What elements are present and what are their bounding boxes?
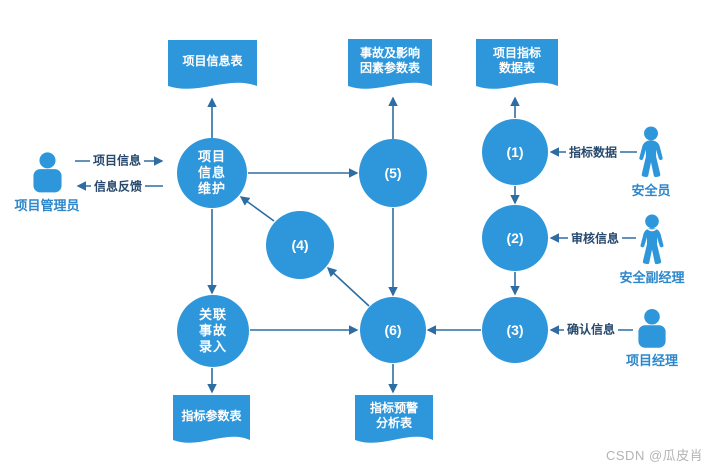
edge-label-confirm-info: 确认信息 — [563, 320, 619, 338]
edge-label-indicator-data: 指标数据 — [565, 143, 621, 161]
document-label: 事故及影响因素参数表 — [348, 39, 432, 83]
circle-project-info-maintain: 项目信息维护 — [177, 138, 247, 208]
document-indicator-param-table: 指标参数表 — [173, 395, 250, 447]
watermark: CSDN @瓜皮肖 — [606, 448, 704, 463]
document-label: 指标参数表 — [173, 395, 250, 437]
circle-label-line: (4) — [291, 237, 309, 253]
person-torso-icon — [32, 152, 62, 193]
document-shape — [476, 39, 558, 89]
circle-process-2: (2) — [482, 205, 548, 271]
circle-label-line: (3) — [506, 322, 524, 338]
circle-process-4: (4) — [266, 211, 334, 279]
person-torso-icon — [638, 308, 666, 348]
circle-label-line: (1) — [506, 144, 524, 160]
person-label: 项目经理 — [625, 353, 678, 368]
document-label-line: 事故及影响 — [359, 46, 420, 60]
document-label-line: 数据表 — [498, 61, 535, 75]
document-label: 项目信息表 — [168, 40, 257, 83]
circle-label-line: (5) — [384, 165, 402, 181]
person-standing-collar-icon — [640, 214, 664, 265]
document-label-line: 项目指标 — [492, 46, 541, 60]
circle-label-line: 项目 — [197, 149, 226, 164]
document-shape — [348, 39, 432, 89]
edge-6-to-4 — [326, 267, 370, 307]
person-project-admin: 项目管理员 — [0, 151, 97, 214]
person-label: 项目管理员 — [14, 198, 80, 213]
circle-process-6: (6) — [360, 297, 426, 363]
circle-process-5: (5) — [359, 139, 427, 207]
document-label-line: 因素参数表 — [359, 61, 420, 75]
edge-label-info-feedback: 信息反馈 — [90, 177, 146, 195]
circle-label-line: 维护 — [197, 181, 226, 196]
document-indicator-data-table: 项目指标数据表 — [476, 39, 558, 93]
circle-label-line: (2) — [506, 230, 524, 246]
circle-label-line: 录入 — [198, 339, 227, 354]
circle-label-line: 事故 — [198, 323, 227, 338]
document-label-line: 指标预警 — [369, 401, 418, 415]
document-label: 项目指标数据表 — [476, 39, 558, 83]
circle-link-accident-entry: 关联事故录入 — [177, 295, 249, 367]
circle-process-3: (3) — [482, 297, 548, 363]
person-project-manager: 项目经理 — [602, 308, 702, 369]
document-label-line: 指标参数表 — [181, 408, 242, 423]
edge-4-to-maintain — [239, 196, 275, 222]
document-shape — [173, 395, 250, 443]
document-label-line: 分析表 — [375, 416, 412, 430]
person-label: 安全副经理 — [619, 270, 685, 285]
edge-label-review-info: 审核信息 — [567, 229, 623, 247]
document-label-line: 项目信息表 — [182, 54, 243, 68]
edge-label-project-info: 项目信息 — [89, 151, 145, 169]
person-safety-officer: 安全员 — [601, 126, 701, 199]
document-shape — [168, 40, 257, 89]
circle-label-line: 关联 — [198, 307, 227, 322]
document-accident-factor-table: 事故及影响因素参数表 — [348, 39, 432, 93]
circle-label-line: (6) — [384, 322, 402, 338]
person-standing-icon — [639, 126, 663, 178]
document-project-info-table: 项目信息表 — [168, 40, 257, 93]
person-deputy-safety-manager: 安全副经理 — [602, 214, 702, 286]
document-shape — [355, 395, 433, 443]
person-label: 安全员 — [631, 183, 671, 198]
circle-label-line: 信息 — [197, 165, 226, 180]
document-warning-analysis-table: 指标预警分析表 — [355, 395, 433, 447]
document-label: 指标预警分析表 — [355, 395, 433, 437]
circle-process-1: (1) — [482, 119, 548, 185]
